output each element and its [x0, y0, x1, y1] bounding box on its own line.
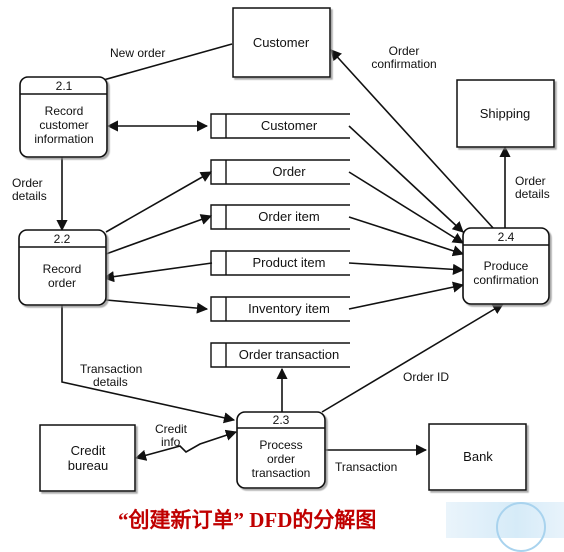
external-credit-bureau-label-1: Credit [71, 443, 106, 458]
store-order-transaction [210, 342, 350, 368]
process-2-3-label-3: transaction [252, 466, 311, 480]
flow-order-item-p24 [348, 216, 465, 257]
flow-order-p24 [348, 171, 464, 244]
flow-product-item-p22 [102, 262, 213, 283]
external-shipping-label: Shipping [480, 106, 531, 121]
store-product-item-label: Product item [253, 255, 326, 270]
flow-order-id [321, 303, 504, 413]
external-customer: Customer [232, 7, 331, 78]
label-order-details-right-2: details [515, 187, 550, 201]
process-2-4-label-2: confirmation [473, 273, 538, 287]
store-inventory-item-label: Inventory item [248, 301, 330, 316]
store-order-item-label: Order item [258, 209, 319, 224]
flow-order-confirmation [330, 49, 495, 230]
store-customer [210, 113, 350, 139]
store-order [210, 159, 350, 185]
label-transaction: Transaction [335, 460, 397, 474]
external-customer-label: Customer [253, 35, 310, 50]
label-credit-info-2: info [161, 435, 181, 449]
external-credit-bureau-label-2: bureau [68, 458, 108, 473]
external-bank-label: Bank [463, 449, 493, 464]
label-order-details-left-1: Order [12, 176, 43, 190]
process-2-4-label-1: Produce [484, 259, 529, 273]
diagram-caption: “创建新订单” DFD的分解图 [118, 508, 377, 532]
process-2-2-label-2: order [48, 276, 76, 290]
store-order-item [210, 204, 350, 230]
process-2-3-id: 2.3 [273, 413, 290, 427]
label-order-details-left-2: details [12, 189, 47, 203]
label-credit-info-1: Credit [155, 422, 188, 436]
external-shipping: Shipping [456, 79, 555, 148]
process-2-2: 2.2 Record order [18, 229, 107, 306]
process-2-3-label-1: Process [259, 438, 302, 452]
store-product-item [210, 250, 350, 276]
store-inventory-item [210, 296, 350, 322]
process-2-2-label-1: Record [43, 262, 82, 276]
process-2-3: 2.3 Process order transaction [236, 411, 326, 489]
process-2-4: 2.4 Produce confirmation [462, 227, 550, 305]
flow-credit-info [134, 429, 238, 461]
flow-customer-store-p24 [348, 125, 464, 233]
label-transaction-details-1: Transaction [80, 362, 142, 376]
process-2-3-label-2: order [267, 452, 295, 466]
external-credit-bureau: Credit bureau [39, 424, 136, 492]
label-order-id: Order ID [403, 370, 449, 384]
store-order-label: Order [272, 164, 306, 179]
decoration-circle [496, 502, 546, 552]
process-2-1-label-2: customer [39, 118, 88, 132]
label-new-order: New order [110, 46, 165, 60]
process-2-4-id: 2.4 [498, 230, 515, 244]
store-customer-label: Customer [261, 118, 318, 133]
flow-p22-order-item [105, 214, 213, 255]
label-order-confirmation-1: Order [389, 44, 420, 58]
label-transaction-details-2: details [93, 375, 128, 389]
flow-p22-inventory-item [105, 299, 209, 314]
store-order-transaction-label: Order transaction [239, 347, 339, 362]
label-order-details-right-1: Order [515, 174, 546, 188]
flow-new-order [80, 43, 233, 89]
label-order-confirmation-2: confirmation [371, 57, 436, 71]
flow-product-item-p24 [348, 262, 465, 275]
external-bank: Bank [428, 423, 527, 491]
process-2-1-label-3: information [34, 132, 93, 146]
flow-inventory-item-p24 [348, 281, 465, 310]
slide-decoration [446, 502, 564, 552]
process-2-1: 2.1 Record customer information [19, 76, 108, 158]
process-2-2-id: 2.2 [54, 232, 71, 246]
process-2-1-id: 2.1 [56, 79, 73, 93]
process-2-1-label-1: Record [45, 104, 84, 118]
dfd-diagram: Customer Shipping Credit bureau Bank 2.1… [12, 7, 555, 492]
flow-transaction-details [61, 305, 236, 424]
flow-p22-order [105, 171, 212, 233]
